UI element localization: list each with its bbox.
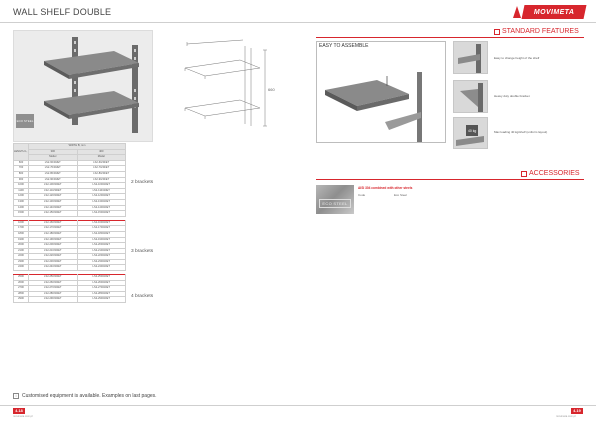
eco-steel-swatch-label: ECO STEEL — [319, 199, 351, 208]
accessories-title: ACCESSORIES — [529, 170, 580, 177]
feature-text-bracket: Heavy duty double bracket — [494, 94, 530, 98]
easy-to-assemble-panel: EASY TO ASSEMBLE — [316, 41, 446, 143]
product-photo: ECO STEEL — [13, 30, 153, 142]
model-cell: LS2-220/40/ET — [76, 253, 126, 260]
info-icon: i — [13, 393, 19, 399]
feature-thumb-load: 40 kg — [453, 117, 488, 149]
page-number-right: 4.19 — [571, 408, 583, 414]
feature-text-load: Max loading 40 kg/shelf (uniform layout) — [494, 130, 548, 134]
model-cell: LS2-290/40/ET — [76, 296, 126, 303]
model-cell: LS2-290/30/ET — [28, 296, 78, 303]
length-cell: 2400 — [13, 264, 29, 272]
length-cell: 2200 — [13, 253, 29, 260]
length-cell: 1500 — [13, 210, 29, 217]
length-cell: 2700 — [13, 285, 29, 292]
eco-steel-badge: ECO STEEL — [16, 114, 34, 128]
length-header: LENGTH L, mm — [13, 143, 29, 161]
model-cell: LS2-240/40/ET — [76, 264, 126, 272]
assembly-illustration — [325, 72, 422, 142]
brand-logo-text: MOVIMETA — [533, 8, 575, 16]
length-cell: 2300 — [13, 258, 29, 266]
model-cell: LS2-150/40/ET — [76, 210, 126, 217]
footer-site-right: movimeta.com.pl — [556, 415, 576, 418]
accessory-code-label: Code — [358, 193, 366, 197]
standard-features-heading: STANDARD FEATURES — [494, 28, 579, 35]
brand-logo: MOVIMETA — [521, 5, 587, 19]
easy-to-assemble-label: EASY TO ASSEMBLE — [319, 43, 369, 49]
model-table: LENGTH L, mm WIDTH B, mm 300 400 Model M… — [13, 143, 126, 303]
length-cell: 2800 — [13, 290, 29, 298]
accessories-divider — [316, 179, 584, 180]
group-label-3-brackets: 3 brackets — [131, 249, 154, 254]
model-cell: LS2-260/40/ET — [76, 279, 126, 287]
header-divider — [0, 22, 596, 23]
model-cell: LS2-230/40/ET — [76, 258, 126, 266]
accessories-heading: ACCESSORIES — [521, 170, 580, 177]
standard-features-title: STANDARD FEATURES — [502, 28, 579, 35]
checkbox-icon — [521, 170, 527, 177]
footer-divider — [0, 405, 596, 406]
load-badge: 40 kg — [468, 129, 477, 133]
length-cell: 2600 — [13, 279, 29, 287]
model-cell: LS2-280/40/ET — [76, 290, 126, 298]
feature-thumb-height — [453, 41, 488, 74]
feature-thumb-bracket — [453, 80, 488, 113]
group-label-4-brackets: 4 brackets — [131, 294, 154, 299]
page-number-left: 4.18 — [13, 408, 25, 414]
group-label-2-brackets: 2 brackets — [131, 180, 154, 185]
checkbox-icon — [494, 28, 500, 35]
customised-note: i Customised equipment is available. Exa… — [13, 393, 157, 399]
feature-text-height: Easy to change height of the shelf — [494, 56, 540, 60]
customised-note-text: Customised equipment is available. Examp… — [22, 393, 157, 399]
length-cell: 2500 — [13, 274, 29, 281]
length-cell: 2900 — [13, 296, 29, 303]
logo-mark-icon — [513, 6, 521, 18]
standard-features-divider — [316, 37, 584, 38]
wall-shelf-photo-image — [44, 37, 139, 133]
page-title: WALL SHELF DOUBLE — [13, 7, 112, 17]
eco-steel-swatch: ECO STEEL — [316, 185, 354, 214]
model-cell: LS2-250/40/ET — [76, 274, 126, 281]
accessory-title: AISI 304 combined with other steels — [358, 186, 413, 190]
accessory-code-value: Eco Steel — [394, 193, 407, 197]
height-dimension-label: 660 — [268, 87, 275, 92]
model-cell: LS2-270/40/ET — [76, 285, 126, 292]
shelf-dimension-drawing: 660 — [184, 39, 275, 127]
technical-drawing: 660 — [165, 36, 275, 134]
footer-site-left: movimeta.com.pl — [13, 415, 33, 418]
